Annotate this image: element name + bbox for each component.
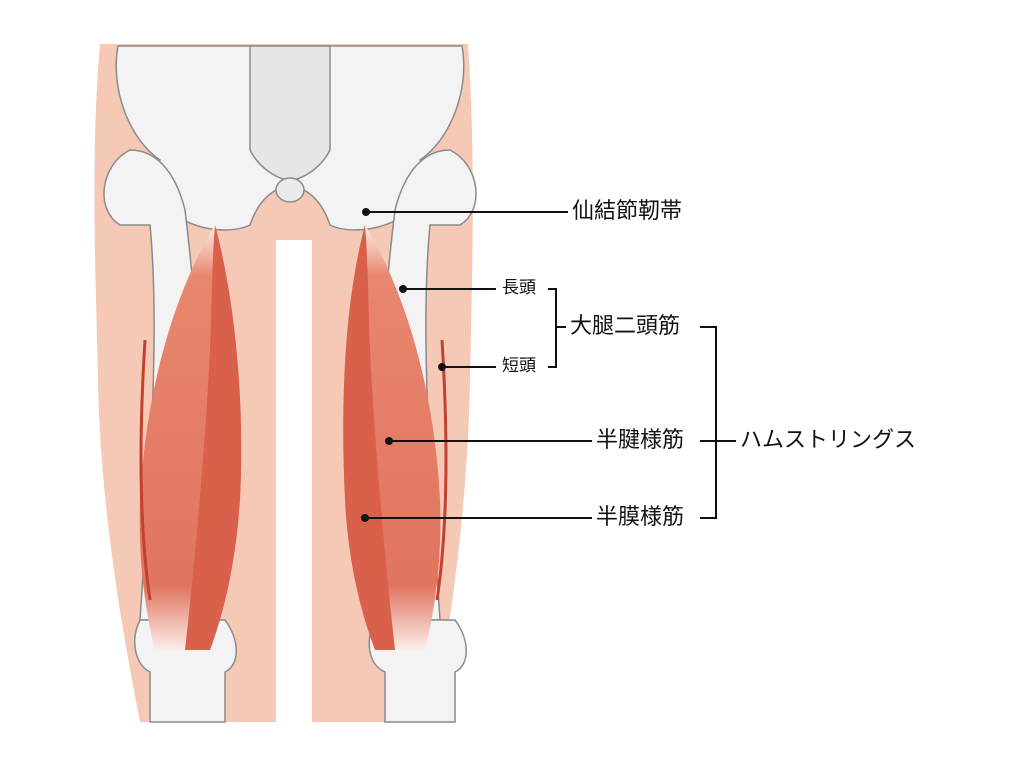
leader-lines (365, 211, 736, 519)
label-hamstrings: ハムストリングス (740, 428, 917, 453)
label-long-head: 長頭 (502, 278, 536, 298)
label-semimembranosus: 半膜様筋 (596, 505, 685, 530)
right-hamstring-muscles (343, 225, 448, 650)
label-short-head: 短頭 (502, 356, 536, 376)
label-biceps-femoris: 大腿二頭筋 (570, 314, 681, 339)
label-sacrotuberous-ligament: 仙結節靭帯 (572, 199, 683, 224)
pelvis-bone (115, 45, 465, 231)
label-dots (361, 208, 446, 522)
label-semitendinosus: 半腱様筋 (596, 428, 685, 453)
left-hamstring-muscles (139, 225, 242, 650)
